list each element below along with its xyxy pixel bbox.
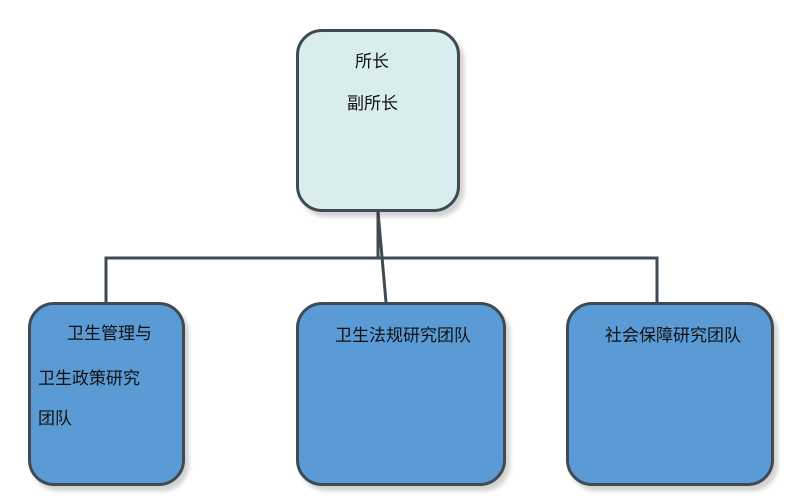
branch-bar-connector <box>104 256 659 302</box>
child-node-social-security: 社会保障研究团队 <box>566 302 774 486</box>
child-node-health-law: 卫生法规研究团队 <box>296 302 506 486</box>
child-node-label-line: 团队 <box>38 409 72 429</box>
child-node-label-line: 卫生管理与 <box>67 324 152 344</box>
root-node-line-deputy-director: 副所长 <box>347 94 398 114</box>
child-node-label-line: 社会保障研究团队 <box>605 326 741 346</box>
child-node-health-management-policy: 卫生管理与 卫生政策研究 团队 <box>28 302 185 486</box>
child-node-label-line: 卫生政策研究 <box>38 369 140 389</box>
child-node-label-line: 卫生法规研究团队 <box>335 326 471 346</box>
root-node-director: 所长 副所长 <box>296 29 460 212</box>
root-node-line-director: 所长 <box>355 52 389 72</box>
